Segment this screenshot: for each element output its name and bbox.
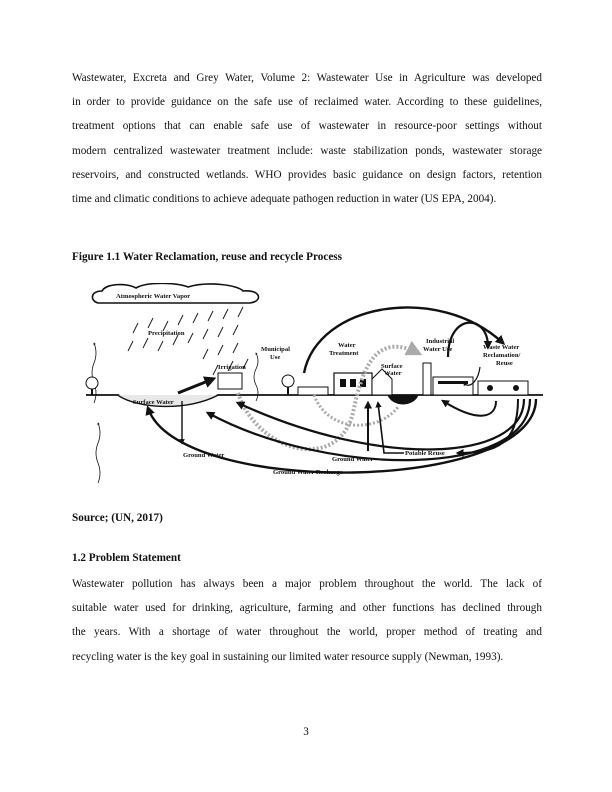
intro-paragraph: Wastewater, Excreta and Grey Water, Volu… <box>72 66 542 211</box>
label-industrial-1: Industrial <box>426 338 454 345</box>
cloud-shape <box>91 283 260 304</box>
text-line: in order to provide guidance on the safe… <box>72 96 542 109</box>
problem-paragraph: Wastewater pollution has always been a m… <box>72 572 542 669</box>
label-treatment-1: Water <box>338 342 356 349</box>
section-heading: 1.2 Problem Statement <box>72 552 181 564</box>
text-line: reservoirs, and constructed wetlands. WH… <box>72 168 542 181</box>
rain-lines <box>127 306 249 376</box>
label-recharge: Ground Water Recharge <box>273 469 343 476</box>
label-potable: Potable Reuse <box>405 450 445 457</box>
label-industrial-2: Water Use <box>423 346 452 353</box>
label-surface-water-left: Surface Water <box>133 399 174 406</box>
label-irrigation: Irrigation <box>218 364 246 371</box>
label-surface-right-1: Surface <box>381 363 403 370</box>
label-municipal-2: Use <box>270 354 280 361</box>
label-reclamation-1: Waste Water <box>483 344 519 351</box>
text-line: the years. With a shortage of water thro… <box>72 626 542 639</box>
page-number: 3 <box>303 726 309 738</box>
label-municipal-1: Municipal <box>261 346 290 353</box>
label-treatment-2: Treatment <box>329 350 359 357</box>
water-cycle-diagram: Atmospheric Water Vapor Precipitation Su… <box>78 283 543 495</box>
text-line: modern centralized wastewater treatment … <box>72 144 542 157</box>
text-line: time and climatic conditions to achieve … <box>72 193 497 206</box>
label-reclamation-2: Reclamation/ <box>483 352 521 359</box>
label-ground-mid: Ground Water <box>332 456 373 463</box>
water-cycle-svg: Atmospheric Water Vapor Precipitation Su… <box>85 283 543 484</box>
label-atmospheric: Atmospheric Water Vapor <box>116 293 190 300</box>
figure-source: Source; (UN, 2017) <box>72 512 163 524</box>
label-reclamation-3: Reuse <box>496 360 513 367</box>
text-line: recycling water is the key goal in susta… <box>72 650 504 663</box>
label-surface-right-2: Water <box>384 370 402 377</box>
text-line: treatment options that can enable safe u… <box>72 120 542 133</box>
figure-caption: Figure 1.1 Water Reclamation, reuse and … <box>72 251 343 263</box>
label-ground-left: Ground Water <box>183 452 224 459</box>
text-line: suitable water used for drinking, agricu… <box>72 602 542 615</box>
label-precipitation: Precipitation <box>148 330 185 337</box>
text-line: Wastewater pollution has always been a m… <box>72 578 542 590</box>
text-line: Wastewater, Excreta and Grey Water, Volu… <box>72 72 542 84</box>
